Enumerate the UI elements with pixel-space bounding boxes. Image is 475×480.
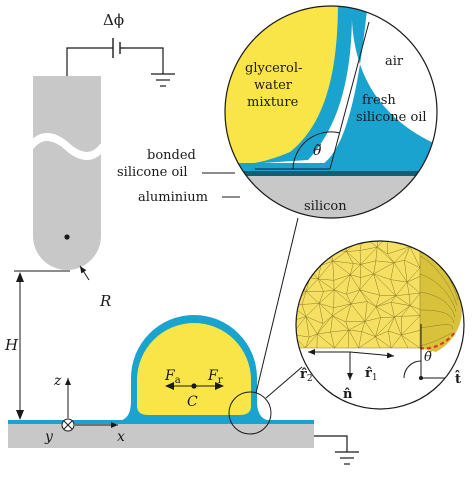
- coordinate-axes: z y x: [44, 373, 125, 445]
- force-a-label: Fa: [164, 368, 181, 386]
- contact-line-inset: θ̃ glycerol- water mixture air fresh sil…: [117, 5, 438, 219]
- bonded-oil-label-1: bonded: [147, 148, 196, 163]
- mesh-theta-label: θ̃: [424, 350, 432, 365]
- axis-x-label: x: [117, 429, 125, 445]
- contact-line: [419, 331, 456, 350]
- radius-label: R: [99, 292, 111, 310]
- mesh-r2-label: r̂2: [300, 367, 313, 384]
- axis-z-label: z: [53, 373, 62, 389]
- glycerol-label-2: water: [254, 78, 293, 93]
- mesh-r1-label: r̂1: [365, 366, 378, 383]
- aluminium-label: aluminium: [138, 190, 208, 205]
- fresh-oil-label-2: silicone oil: [356, 110, 427, 125]
- force-r-label: Fr: [207, 368, 223, 386]
- mesh-n-label: n̂: [343, 387, 353, 402]
- tip-center-dot: [64, 234, 70, 240]
- mesh-t-label: t̂: [455, 370, 461, 387]
- glycerol-label-3: mixture: [247, 95, 299, 110]
- mesh-inset: r̂2 r̂1 n̂ t̂ θ̃: [295, 240, 465, 410]
- glycerol-label-1: glycerol-: [245, 61, 302, 76]
- substrate: [8, 420, 359, 465]
- fresh-oil-label-1: fresh: [362, 93, 396, 108]
- bonded-oil-label-2: silicone oil: [117, 165, 188, 180]
- height-dimension: H: [4, 270, 70, 420]
- inset-theta-label: θ̃: [313, 143, 322, 159]
- needle-electrode: R: [28, 76, 111, 310]
- height-label: H: [4, 336, 19, 354]
- radius-pointer: [79, 265, 90, 281]
- axis-y-label: y: [44, 429, 54, 445]
- droplet: Fa Fr C: [118, 315, 272, 421]
- voltage-source: Δϕ: [66, 11, 175, 87]
- zoom-indicator: [228, 217, 303, 435]
- voltage-label: Δϕ: [103, 11, 124, 29]
- air-label: air: [385, 54, 404, 69]
- centroid-label: C: [187, 394, 198, 410]
- centroid-dot: [191, 383, 197, 389]
- silicon-label: silicon: [304, 199, 347, 214]
